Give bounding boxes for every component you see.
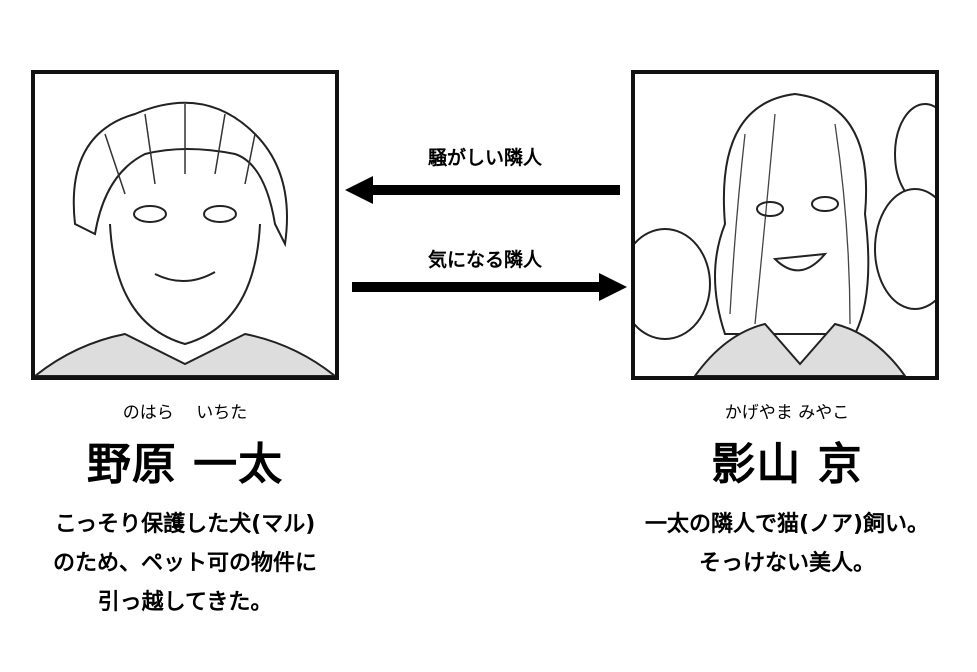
description-line: こっそり保護した犬(マル) bbox=[54, 512, 316, 537]
portrait-illustration bbox=[635, 74, 935, 376]
description-line: のため、ペット可の物件に bbox=[52, 551, 317, 576]
character-name: 野原 一太 bbox=[86, 439, 284, 490]
name-furigana: のはら いちた bbox=[122, 403, 248, 423]
portrait-kageyama-miyako bbox=[631, 70, 939, 380]
relation-label-to-left: 騒がしい隣人 bbox=[427, 147, 542, 169]
description-line: 引っ越してきた。 bbox=[97, 590, 273, 615]
description-line: そっけない美人。 bbox=[698, 551, 875, 576]
character-description: こっそり保護した犬(マル) のため、ペット可の物件に 引っ越してきた。 bbox=[0, 505, 375, 622]
name-furigana: かげやま みやこ bbox=[724, 403, 850, 423]
portrait-illustration bbox=[35, 74, 335, 376]
character-description: 一太の隣人で猫(ノア)飼い。 そっけない美人。 bbox=[597, 505, 977, 583]
character-name: 影山 京 bbox=[711, 439, 863, 490]
description-line: 一太の隣人で猫(ノア)飼い。 bbox=[644, 512, 930, 537]
arrow-left-icon bbox=[345, 176, 620, 204]
relation-label-to-right: 気になる隣人 bbox=[427, 249, 542, 271]
arrow-right-icon bbox=[352, 273, 627, 301]
portrait-nohara-ichita bbox=[31, 70, 339, 380]
